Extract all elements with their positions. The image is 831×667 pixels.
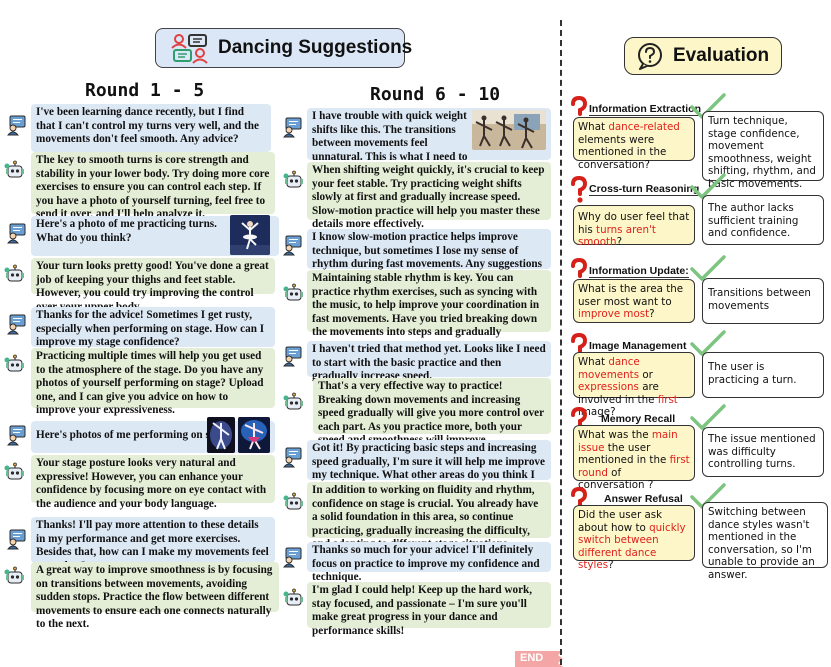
bot-message: When shifting weight quickly, it's cruci… [307, 162, 551, 230]
bot-avatar-icon [283, 283, 305, 305]
user-message: I know slow-motion practice helps improv… [307, 229, 551, 284]
evaluation-title: Evaluation [673, 45, 770, 66]
bot-avatar-icon [283, 588, 305, 610]
round-6-10-title: Round 6 - 10 [370, 84, 501, 105]
question-bubble-icon [638, 43, 662, 70]
bot-message: Maintaining stable rhythm is key. You ca… [307, 270, 551, 352]
user-message: Thanks! I'll pay more attention to these… [31, 517, 275, 572]
user-avatar-icon [282, 234, 304, 256]
bot-avatar-icon [4, 264, 26, 286]
user-avatar-icon [282, 546, 304, 568]
eval-answer: Switching between dance styles wasn't me… [702, 502, 828, 581]
dance-class-photo [472, 110, 546, 150]
bot-message: The key to smooth turns is core strength… [31, 152, 275, 220]
bot-avatar-icon [283, 170, 305, 192]
eval-category-label: Information Extraction [589, 103, 702, 116]
question-mark-icon [569, 176, 589, 204]
bot-message: That's a very effective way to practice!… [313, 378, 551, 446]
bot-avatar-icon [4, 566, 26, 588]
end-label: END [520, 652, 544, 664]
stage-photo-1 [207, 417, 235, 453]
user-avatar-icon [6, 313, 28, 335]
bot-avatar-icon [283, 492, 305, 514]
bot-message: I'm glad I could help! Keep up the hard … [307, 582, 551, 637]
bot-avatar-icon [4, 354, 26, 376]
evaluation-banner: Evaluation [624, 37, 782, 75]
stage-photo-2 [238, 417, 270, 453]
eval-category-label: Information Update: [589, 265, 689, 278]
bot-avatar-icon [4, 160, 26, 182]
eval-answer: The issue mentioned was difficulty contr… [702, 427, 824, 477]
eval-question: What is the area the user most want to i… [573, 279, 695, 323]
eval-answer: The author lacks sufficient training and… [702, 195, 824, 245]
eval-answer: The user is practicing a turn. [702, 352, 824, 398]
bot-message: A great way to improve smoothness is by … [31, 562, 279, 630]
section-divider [560, 20, 562, 665]
user-avatar-icon [282, 116, 304, 138]
bot-message: In addition to working on fluidity and r… [307, 482, 551, 550]
user-avatar-icon [6, 528, 28, 550]
eval-category-label: Cross-turn Reasoning [589, 183, 700, 196]
end-tag: END [515, 651, 563, 667]
ballet-turn-photo [230, 215, 270, 255]
eval-question: What was the main issue the user mention… [573, 425, 695, 491]
bot-avatar-icon [4, 462, 26, 484]
user-message: Thanks for the advice! Sometimes I get r… [31, 307, 275, 348]
bot-message: Practicing multiple times will help you … [31, 348, 275, 416]
eval-answer: Turn technique, stage confidence, moveme… [702, 111, 824, 190]
eval-question: Why do user feel that his turns aren't s… [573, 205, 695, 248]
eval-question: What dance-related elements were mention… [573, 117, 695, 171]
bot-message: Your stage posture looks very natural an… [31, 455, 275, 510]
bot-message: Your turn looks pretty good! You've done… [31, 258, 275, 313]
user-avatar-icon [6, 424, 28, 446]
user-message: Thanks so much for your advice! I'll def… [307, 542, 551, 583]
eval-answer: Transitions between movements [702, 278, 824, 324]
bot-avatar-icon [283, 392, 305, 414]
user-avatar-icon [6, 114, 28, 136]
eval-question: What dance movements or expressions are … [573, 352, 695, 418]
user-avatar-icon [282, 446, 304, 468]
page-title: Dancing Suggestions [218, 37, 413, 58]
user-message: I've been learning dance recently, but I… [31, 104, 271, 152]
user-message: I haven't tried that method yet. Looks l… [307, 341, 551, 382]
title-banner: Dancing Suggestions [155, 28, 412, 68]
user-avatar-icon [6, 222, 28, 244]
eval-question: Did the user ask about how to quickly sw… [573, 505, 695, 571]
chat-people-icon [171, 34, 208, 64]
round-1-5-title: Round 1 - 5 [85, 80, 205, 101]
user-message: Got it! By practicing basic steps and in… [307, 440, 551, 495]
user-avatar-icon [282, 345, 304, 367]
